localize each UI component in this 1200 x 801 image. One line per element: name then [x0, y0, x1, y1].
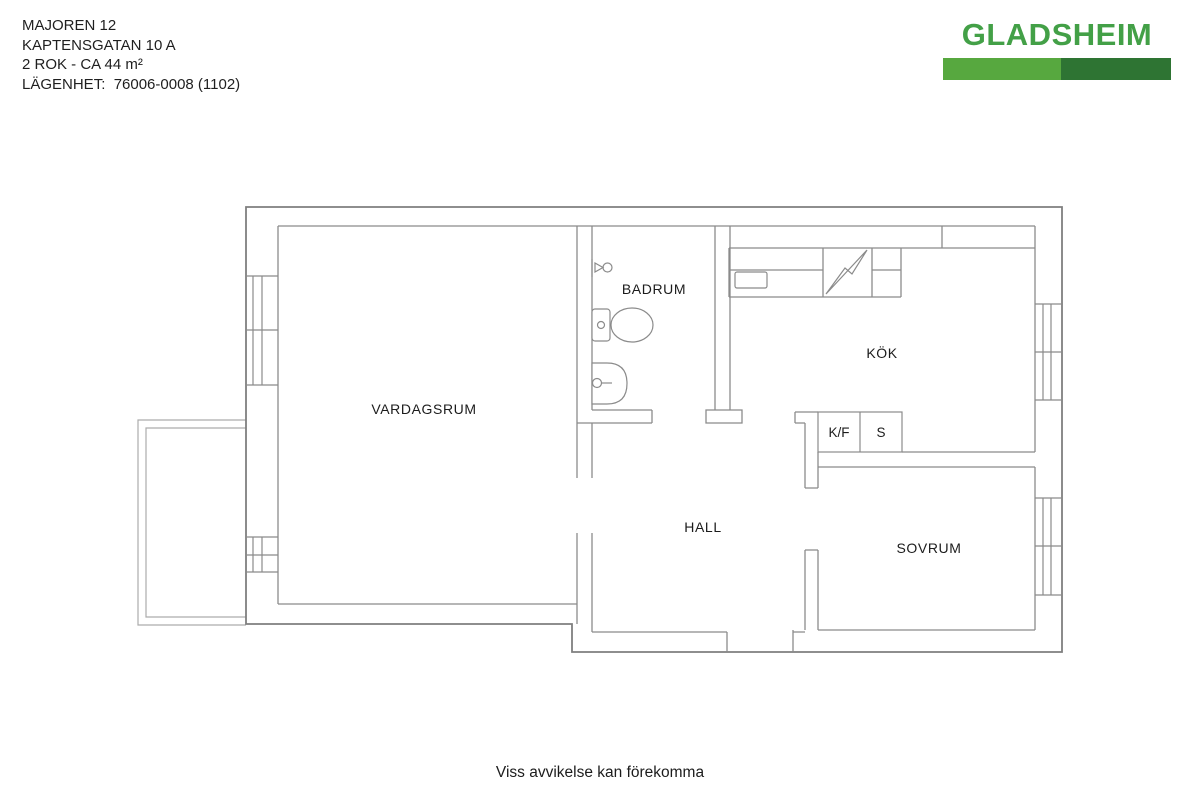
logo-bar-left: [943, 58, 1061, 80]
balcony-icon: [137, 419, 246, 626]
balcony-region: [138, 420, 247, 625]
apartment-size: 2 ROK - CA 44 m²: [22, 56, 143, 73]
gladsheim-logo: GLADSHEIM: [943, 18, 1171, 80]
kitchen-fixtures: [734, 249, 903, 453]
outer-wall: [245, 206, 1063, 653]
logo-wordmark: GLADSHEIM: [961, 17, 1153, 52]
bathroom-fixtures: [591, 259, 654, 405]
interior-walls: [277, 225, 1036, 652]
bathroom-sink-icon: [591, 362, 628, 405]
room-label-kok: KÖK: [866, 344, 897, 361]
room-label-badrum: BADRUM: [622, 281, 686, 297]
fridge-freezer-icon: [817, 411, 903, 453]
room-labels: VARDAGSRUM BADRUM KÖK HALL SOVRUM K/F S: [371, 281, 961, 556]
room-label-sovrum: SOVRUM: [896, 540, 961, 556]
apartment-id: LÄGENHET: 76006-0008 (1102): [22, 75, 241, 93]
windows: [246, 275, 1062, 596]
logo-bar: [943, 58, 1171, 80]
disclaimer-text: Viss avvikelse kan förekomma: [495, 764, 705, 781]
window-kok-icon: [1035, 303, 1062, 401]
logo-bar-right: [1061, 58, 1171, 80]
kitchen-sink-icon: [734, 271, 768, 289]
stove-icon: [825, 249, 868, 295]
window-sovrum-icon: [1035, 497, 1062, 596]
label-fridge-freezer: K/F: [828, 425, 849, 440]
room-label-vardagsrum: VARDAGSRUM: [371, 401, 476, 417]
toilet-icon: [591, 307, 654, 343]
room-label-hall: HALL: [684, 519, 721, 535]
project-name: MAJOREN 12: [22, 17, 117, 34]
label-cabinet: S: [876, 425, 885, 440]
address: KAPTENSGATAN 10 A: [22, 36, 176, 54]
header-block: MAJOREN 12 KAPTENSGATAN 10 A 2 ROK - CA …: [22, 16, 240, 94]
balcony-door-icon: [246, 536, 278, 573]
window-vardagsrum-icon: [246, 275, 278, 386]
shutoff-valve-icon: [591, 259, 613, 277]
